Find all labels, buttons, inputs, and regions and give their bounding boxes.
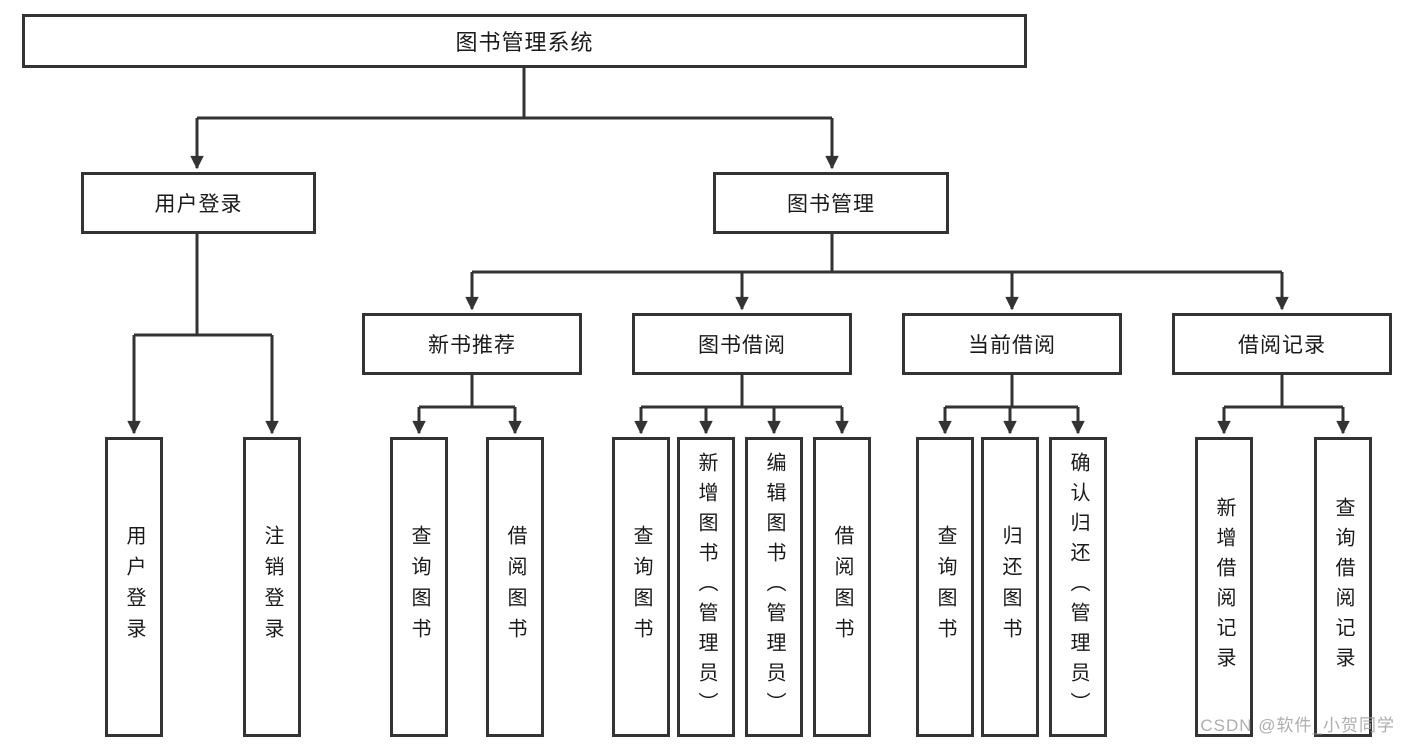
leaf-label: 归还图书 bbox=[999, 525, 1021, 649]
leaf-label: 编辑图书（管理员） bbox=[763, 452, 785, 722]
leaf-label: 确认归还（管理员） bbox=[1067, 452, 1089, 722]
leaf-label: 借阅图书 bbox=[831, 525, 853, 649]
csdn-watermark: CSDN @软件_小贺同学 bbox=[1200, 716, 1395, 735]
leaf-label: 查询图书 bbox=[630, 525, 652, 649]
leaf-confirm-return-admin: 确认归还（管理员） bbox=[1049, 437, 1107, 737]
leaf-label: 查询借阅记录 bbox=[1332, 497, 1354, 677]
leaf-query-borrow-record: 查询借阅记录 bbox=[1314, 437, 1372, 737]
node-user-login: 用户登录 bbox=[81, 172, 316, 234]
leaf-logout: 注销登录 bbox=[243, 437, 301, 737]
leaf-label: 注销登录 bbox=[261, 525, 283, 649]
leaf-add-borrow-record: 新增借阅记录 bbox=[1195, 437, 1253, 737]
leaf-edit-books-admin: 编辑图书（管理员） bbox=[745, 437, 803, 737]
leaf-query-books-borrowing: 查询图书 bbox=[612, 437, 670, 737]
node-current-borrowing: 当前借阅 bbox=[902, 313, 1122, 375]
node-borrowing-records: 借阅记录 bbox=[1172, 313, 1392, 375]
leaf-query-books-recommend: 查询图书 bbox=[390, 437, 448, 737]
leaf-label: 查询图书 bbox=[408, 525, 430, 649]
node-library-management-system: 图书管理系统 bbox=[22, 14, 1027, 68]
leaf-label: 查询图书 bbox=[934, 525, 956, 649]
leaf-borrow-books-recommend: 借阅图书 bbox=[486, 437, 544, 737]
leaf-borrow-books-borrowing: 借阅图书 bbox=[813, 437, 871, 737]
leaf-label: 借阅图书 bbox=[504, 525, 526, 649]
leaf-label: 用户登录 bbox=[123, 525, 145, 649]
node-new-book-recommend: 新书推荐 bbox=[362, 313, 582, 375]
node-book-management: 图书管理 bbox=[713, 172, 949, 234]
leaf-query-books-current: 查询图书 bbox=[916, 437, 974, 737]
leaf-label: 新增图书（管理员） bbox=[695, 452, 717, 722]
leaf-add-books-admin: 新增图书（管理员） bbox=[677, 437, 735, 737]
leaf-label: 新增借阅记录 bbox=[1213, 497, 1235, 677]
leaf-user-login: 用户登录 bbox=[105, 437, 163, 737]
node-book-borrowing: 图书借阅 bbox=[632, 313, 852, 375]
leaf-return-books: 归还图书 bbox=[981, 437, 1039, 737]
